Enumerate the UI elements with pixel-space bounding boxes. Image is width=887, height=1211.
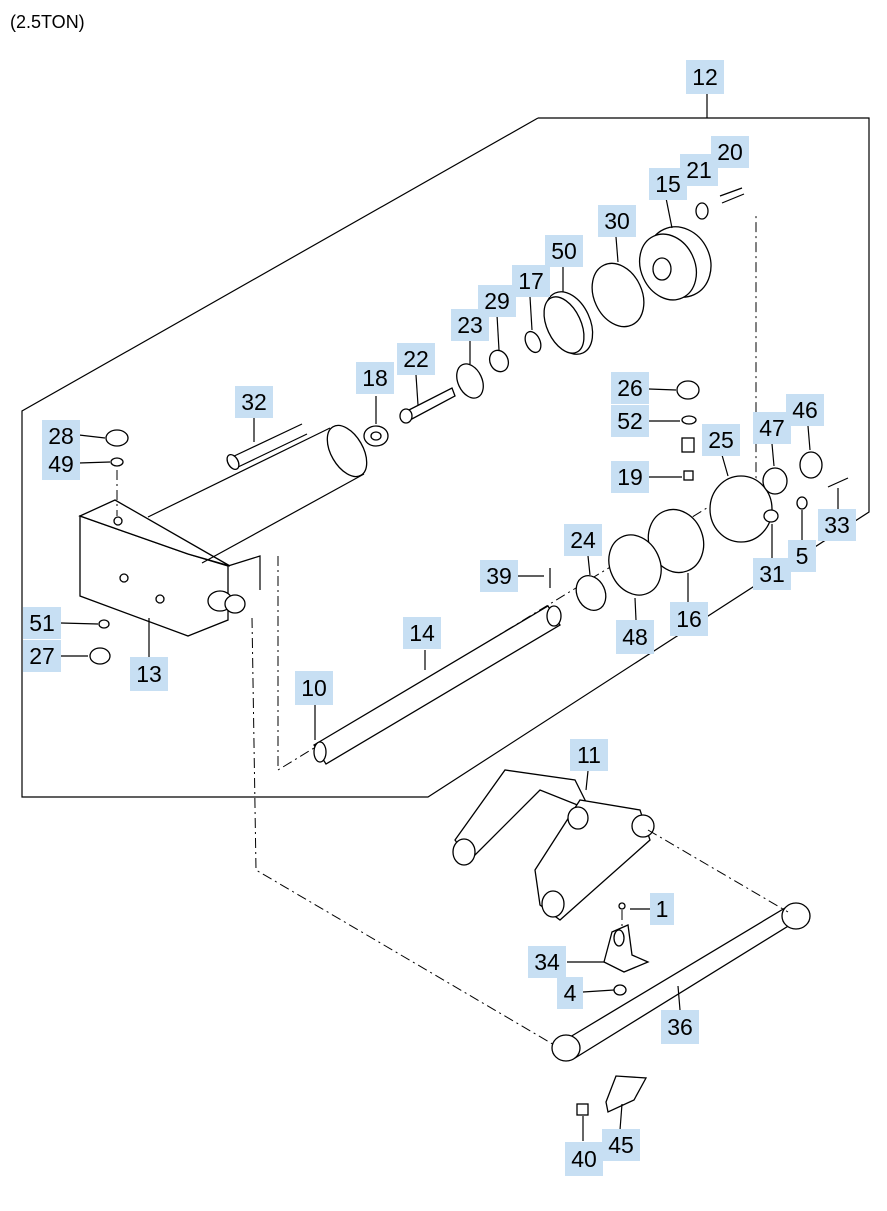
svg-text:14: 14 [409, 620, 435, 646]
callout-1: 1 [650, 893, 674, 925]
callout-27: 27 [23, 640, 61, 672]
svg-text:4: 4 [564, 980, 577, 1006]
callout-28: 28 [42, 420, 80, 452]
svg-text:21: 21 [686, 157, 712, 183]
svg-text:23: 23 [457, 312, 483, 338]
callout-50: 50 [545, 235, 583, 267]
leader-lines [60, 197, 839, 1141]
svg-text:31: 31 [759, 561, 785, 587]
callout-5: 5 [788, 540, 816, 572]
callout-17: 17 [512, 265, 550, 297]
svg-text:22: 22 [403, 346, 429, 372]
callout-48: 48 [616, 620, 654, 654]
callout-32: 32 [235, 386, 273, 418]
svg-text:11: 11 [577, 742, 601, 768]
callout-52: 52 [611, 405, 649, 437]
callout-49: 49 [42, 448, 80, 480]
callout-46: 46 [786, 394, 824, 426]
dashed-guides [251, 617, 789, 1047]
callout-47: 47 [753, 412, 791, 444]
callout-51: 51 [23, 607, 61, 639]
tie-rod [551, 902, 811, 1062]
callout-10: 10 [295, 671, 333, 705]
svg-text:24: 24 [570, 527, 596, 553]
callout-4: 4 [557, 977, 583, 1009]
plugs-and-washers [89, 429, 129, 665]
callout-22: 22 [397, 343, 435, 375]
callout-24: 24 [564, 524, 602, 556]
callout-16: 16 [670, 602, 708, 636]
piston-rod [313, 534, 662, 765]
callout-23: 23 [451, 309, 489, 341]
svg-text:36: 36 [667, 1014, 693, 1040]
mounting-bracket [603, 902, 650, 996]
link-arm [452, 769, 655, 921]
callout-12: 12 [686, 60, 724, 94]
svg-text:30: 30 [604, 208, 630, 234]
callout-19: 19 [611, 461, 649, 493]
callout-34: 34 [528, 946, 566, 978]
callout-31: 31 [753, 558, 791, 590]
svg-text:27: 27 [29, 643, 55, 669]
callout-15: 15 [649, 168, 687, 200]
callout-40: 40 [565, 1142, 603, 1176]
svg-text:40: 40 [571, 1146, 597, 1172]
callout-45: 45 [602, 1129, 640, 1161]
svg-text:47: 47 [759, 415, 785, 441]
svg-text:17: 17 [518, 268, 544, 294]
svg-text:49: 49 [48, 451, 74, 477]
svg-text:10: 10 [301, 675, 327, 701]
page-title: (2.5TON) [10, 12, 85, 32]
svg-text:32: 32 [241, 389, 267, 415]
valve-parts [647, 380, 849, 574]
svg-text:34: 34 [534, 949, 560, 975]
bracket-small [576, 1075, 648, 1116]
svg-text:26: 26 [617, 375, 643, 401]
svg-text:39: 39 [486, 563, 512, 589]
callout-25: 25 [702, 424, 740, 456]
cylinder-tube [147, 423, 368, 564]
callout-20: 20 [711, 136, 749, 168]
callout-39: 39 [480, 560, 518, 592]
svg-text:16: 16 [676, 606, 702, 632]
svg-text:1: 1 [656, 896, 669, 922]
svg-text:20: 20 [717, 139, 743, 165]
svg-text:48: 48 [622, 624, 648, 650]
callout-26: 26 [611, 372, 649, 404]
svg-text:33: 33 [824, 512, 850, 538]
callout-36: 36 [661, 1010, 699, 1044]
svg-text:50: 50 [551, 238, 577, 264]
svg-text:52: 52 [617, 408, 643, 434]
svg-text:15: 15 [655, 171, 681, 197]
svg-text:28: 28 [48, 423, 74, 449]
svg-text:18: 18 [362, 365, 388, 391]
callout-14: 14 [403, 617, 441, 649]
svg-text:5: 5 [796, 543, 809, 569]
callout-13: 13 [130, 657, 168, 691]
callout-21: 21 [680, 154, 718, 186]
svg-text:19: 19 [617, 464, 643, 490]
svg-text:51: 51 [29, 610, 55, 636]
callout-30: 30 [598, 205, 636, 237]
cylinder-housing [78, 499, 261, 637]
svg-text:46: 46 [792, 397, 818, 423]
callout-11: 11 [570, 739, 608, 771]
svg-text:25: 25 [708, 427, 734, 453]
svg-text:45: 45 [608, 1132, 634, 1158]
callout-18: 18 [356, 362, 394, 394]
piston-parts [363, 187, 745, 447]
svg-text:12: 12 [692, 64, 718, 90]
callout-33: 33 [818, 509, 856, 541]
svg-text:13: 13 [136, 661, 162, 687]
